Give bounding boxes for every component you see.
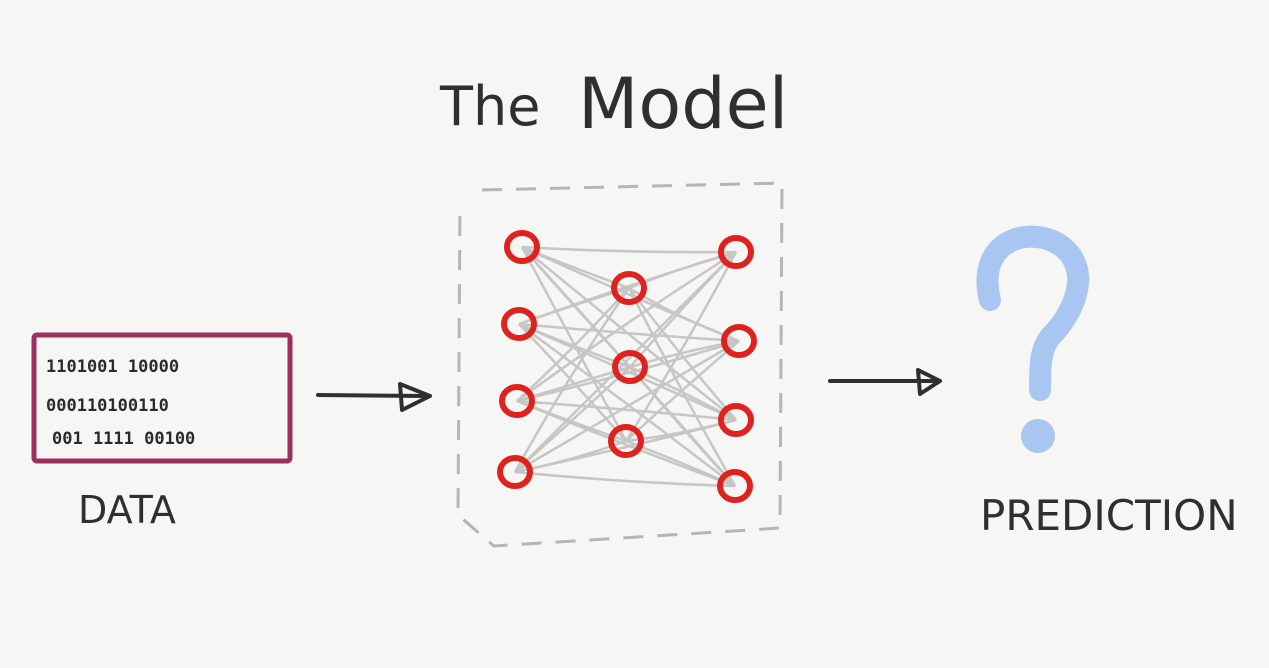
arrow-right-icon bbox=[318, 384, 430, 410]
data-line-1: 1101001 10000 bbox=[46, 357, 179, 377]
data-line-3: 001 1111 00100 bbox=[52, 429, 195, 449]
data-line-2: 000110100110 bbox=[46, 396, 169, 416]
title-word-the: The bbox=[439, 75, 540, 138]
connection-line bbox=[522, 247, 736, 252]
arrow-right-icon bbox=[830, 370, 940, 394]
prediction-label: PREDICTION bbox=[980, 491, 1238, 540]
question-mark-icon bbox=[987, 237, 1078, 453]
data-box: 1101001 10000 000110100110 001 1111 0010… bbox=[34, 335, 290, 461]
title-word-model: Model bbox=[578, 63, 788, 145]
connection-line bbox=[517, 401, 735, 486]
connections bbox=[515, 247, 739, 486]
data-label: DATA bbox=[78, 488, 176, 532]
title: The Model bbox=[439, 63, 788, 145]
